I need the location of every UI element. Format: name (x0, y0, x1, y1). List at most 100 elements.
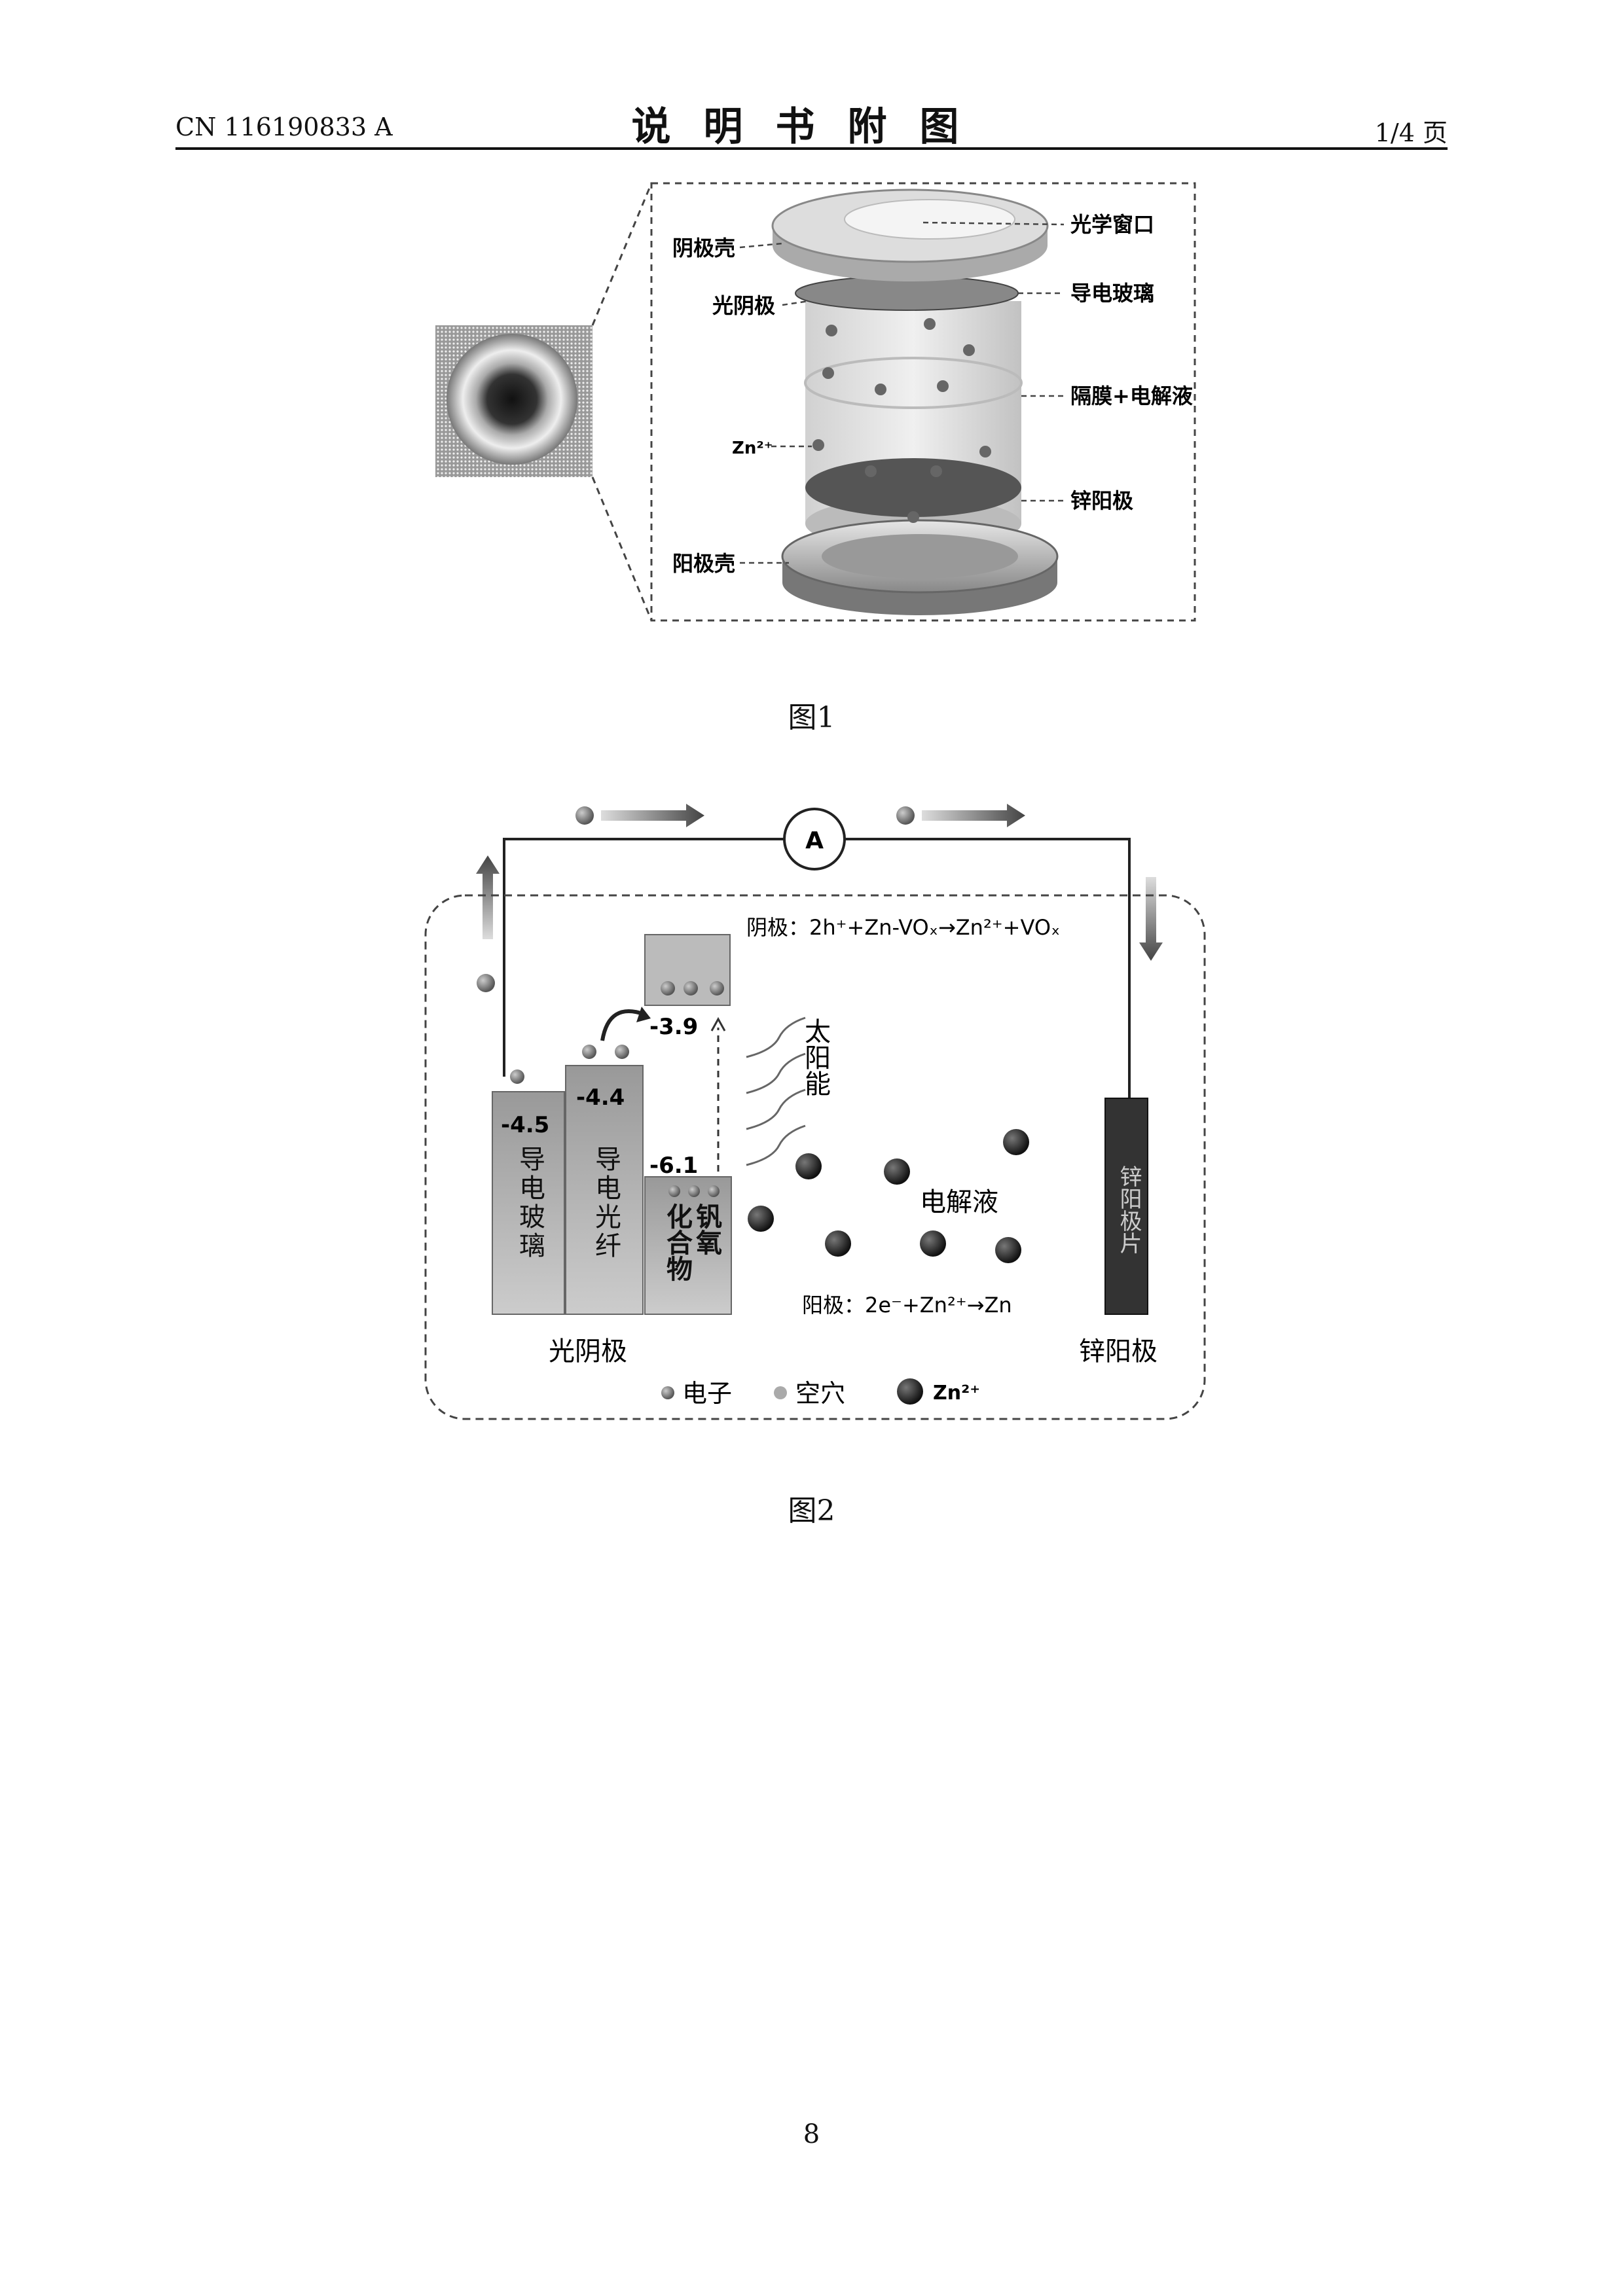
header-section-title: 说明书附图 (631, 104, 992, 150)
sunlight-ray (746, 1124, 806, 1166)
sunlight-ray (746, 1088, 806, 1130)
zn-ion-ball (1003, 1129, 1029, 1155)
flow-arrow-right-1 (601, 804, 704, 827)
legend-zn-ion: Zn²⁺ (933, 1382, 980, 1405)
zn-ion-dot (979, 446, 991, 457)
zn-ion-dot (812, 439, 824, 451)
figure1-leaders-right (922, 221, 1065, 502)
block-conductive-glass (492, 1091, 565, 1315)
block-glass-text: 导电玻璃 (515, 1145, 545, 1261)
block-zinc-text: 锌阳极片 (1116, 1165, 1142, 1254)
level-photoactive: -4.4 (576, 1085, 625, 1111)
hole-dot (668, 1185, 680, 1197)
anode-reaction: 阳极：2e⁻+Zn²⁺→Zn (802, 1293, 1012, 1318)
zn-ion-ball (748, 1206, 774, 1232)
zn-ion-dot (937, 380, 949, 392)
zn-ion-dot (865, 465, 877, 477)
electron-icon (575, 806, 594, 825)
label-conductive-glass: 导电玻璃 (1070, 281, 1154, 306)
figure1-diagram: 阴极壳 光阴极 Zn²⁺ 阳极壳 光学窗口 导电玻璃 隔膜+电解液 锌阳极 (435, 182, 1196, 622)
figure1-frame (650, 182, 1196, 622)
ammeter-label: A (805, 827, 824, 854)
figure2-diagram: A 阴极：2h⁺+Zn-VOₓ→Zn²⁺+VOₓ -4.5 -4.4 -3.9 … (424, 804, 1206, 1420)
legend-electron-icon (661, 1386, 674, 1399)
flow-arrow-down (1139, 877, 1163, 961)
zn-ion-dot (907, 511, 919, 523)
label-zn-ion: Zn²⁺ (732, 439, 773, 458)
block-zinc-anode (1104, 1098, 1148, 1315)
header-rule (175, 147, 1448, 150)
zn-ion-ball (795, 1153, 822, 1179)
label-cathode-shell: 阴极壳 (672, 236, 735, 260)
electron-dot (684, 981, 698, 996)
label-anode-shell: 阳极壳 (672, 551, 735, 576)
electron-dot (661, 981, 675, 996)
cell-container (424, 894, 1206, 1420)
figure1-leaders-left (739, 242, 812, 564)
circuit-wire-right (845, 838, 1131, 1098)
zn-ion-dot (963, 344, 975, 356)
optical-window (844, 199, 1015, 240)
flow-arrow-right-2 (922, 804, 1025, 827)
separator-mid-ring (804, 357, 1023, 409)
hole-dot (688, 1185, 700, 1197)
page-number: 8 (803, 2119, 820, 2149)
zn-ion-ball (920, 1230, 946, 1257)
sunlight-ray (746, 1052, 806, 1094)
legend-hole-icon (774, 1386, 787, 1399)
electrolyte-label: 电解液 (920, 1187, 998, 1217)
cathode-reaction: 阴极：2h⁺+Zn-VOₓ→Zn²⁺+VOₓ (746, 915, 1060, 940)
sunlight-rays (746, 1016, 806, 1166)
electron-icon (896, 806, 915, 825)
hole-dot (708, 1185, 720, 1197)
coin-cell-disc (447, 334, 577, 465)
zn-ion-ball (825, 1230, 851, 1257)
header-doc-number: CN 116190833 A (175, 113, 393, 141)
leader-optical-window (922, 221, 1065, 226)
leader-photocathode (782, 300, 809, 306)
level-vo-valence: -6.1 (649, 1153, 698, 1179)
electron-dot (615, 1045, 629, 1059)
zn-ion-dot (826, 325, 837, 336)
excitation-arrow-head (710, 1016, 726, 1031)
label-optical-window: 光学窗口 (1070, 212, 1154, 237)
electron-dot (710, 981, 724, 996)
flow-arrow-up (476, 855, 500, 939)
block-vanadium-oxide (644, 1176, 732, 1315)
legend-hole: 空穴 (795, 1379, 845, 1408)
label-photocathode: 光阴极 (712, 293, 775, 318)
zn-ion-dot (930, 465, 942, 477)
electron-dot (510, 1069, 524, 1084)
zn-ion-ball (884, 1158, 910, 1185)
zn-ion-dot (875, 384, 886, 395)
level-glass: -4.5 (501, 1112, 549, 1138)
zinc-anode-disc (805, 458, 1021, 517)
transfer-arrow-head (636, 1007, 651, 1022)
legend-zn-icon (897, 1378, 923, 1405)
leader-cathode-shell (739, 242, 783, 249)
anode-shell-inner (822, 534, 1018, 579)
circuit-wire (503, 838, 784, 1077)
figure2-caption: 图2 (788, 1494, 835, 1528)
legend-electron: 电子 (682, 1379, 732, 1408)
carrier-dots (510, 981, 724, 1197)
block-vo-text-line1: 钒氧 (691, 1203, 722, 1255)
zn-ion-dot (924, 318, 936, 330)
zn-ion-ball (995, 1237, 1021, 1263)
zn-ion-dots (812, 318, 991, 523)
figure1-caption: 图1 (788, 701, 835, 734)
zinc-anode-label: 锌阳极 (1079, 1336, 1158, 1367)
ammeter (783, 808, 846, 870)
label-separator-electrolyte: 隔膜+电解液 (1070, 384, 1193, 408)
header-page-count: 1/4 页 (1374, 118, 1448, 147)
label-zinc-anode: 锌阳极 (1070, 488, 1133, 513)
block-photoactive (565, 1065, 644, 1315)
zoom-line-bottom (591, 476, 653, 621)
zn-ion-dot (822, 367, 834, 379)
level-vo-conduction: -3.9 (649, 1014, 698, 1040)
zn-ion-balls (748, 1129, 1029, 1263)
zoom-line-top (591, 183, 653, 326)
electron-dot (582, 1045, 596, 1059)
electron-icon (477, 974, 495, 992)
sunlight-ray (746, 1016, 806, 1058)
